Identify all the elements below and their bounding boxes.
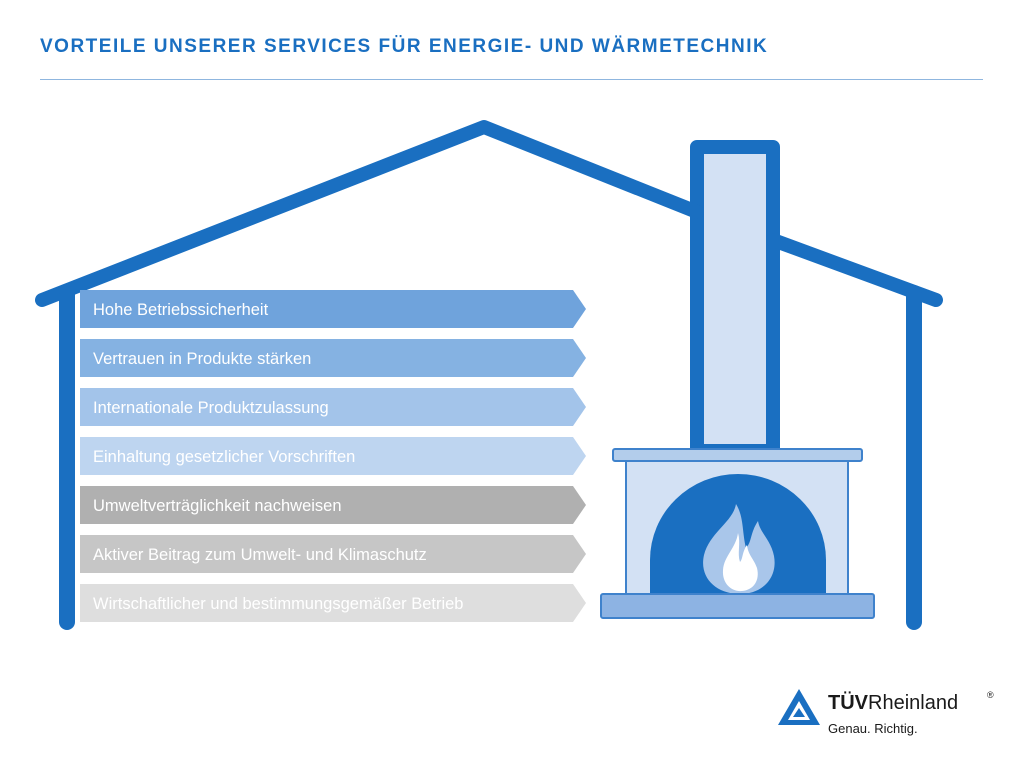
benefit-arrow	[80, 584, 586, 622]
tuv-rheinland-logo: TÜVRheinland ® Genau. Richtig.	[776, 686, 996, 746]
logo-slogan: Genau. Richtig.	[828, 721, 918, 736]
benefit-label: Hohe Betriebssicherheit	[93, 301, 269, 319]
benefit-label: Umweltverträglichkeit nachweisen	[93, 497, 342, 515]
benefit-label: Einhaltung gesetzlicher Vorschriften	[93, 448, 355, 466]
benefit-item: Aktiver Beitrag zum Umwelt- und Klimasch…	[80, 535, 586, 573]
registered-mark: ®	[987, 690, 994, 700]
benefit-arrow	[80, 437, 586, 475]
benefit-arrow	[80, 486, 586, 524]
benefit-item: Hohe Betriebssicherheit	[80, 290, 586, 328]
benefit-item: Wirtschaftlicher und bestimmungsgemäßer …	[80, 584, 586, 622]
page-title: VORTEILE UNSERER SERVICES FÜR ENERGIE- U…	[40, 36, 769, 57]
roof	[35, 120, 704, 307]
triangle-logo-icon	[778, 689, 820, 725]
benefit-label: Aktiver Beitrag zum Umwelt- und Klimasch…	[93, 546, 427, 564]
benefit-label: Vertrauen in Produkte stärken	[93, 350, 311, 368]
benefit-item: Einhaltung gesetzlicher Vorschriften	[80, 437, 586, 475]
logo-brand-name: TÜVRheinland	[828, 692, 958, 715]
benefit-item: Umweltverträglichkeit nachweisen	[80, 486, 586, 524]
title-divider	[40, 79, 983, 80]
benefit-arrow	[80, 388, 586, 426]
benefit-label: Internationale Produktzulassung	[93, 399, 329, 417]
benefit-item: Internationale Produktzulassung	[80, 388, 586, 426]
benefit-item: Vertrauen in Produkte stärken	[80, 339, 586, 377]
fireplace	[600, 448, 875, 619]
benefit-arrow	[80, 535, 586, 573]
chimney	[690, 140, 780, 458]
fireplace-hearth	[600, 593, 875, 619]
logo-brand-regular: Rheinland	[868, 692, 959, 714]
benefit-arrow	[80, 339, 586, 377]
benefit-label: Wirtschaftlicher und bestimmungsgemäßer …	[93, 595, 463, 613]
flame-inner-icon	[722, 533, 758, 592]
logo-brand-bold: TÜV	[828, 692, 868, 714]
fireplace-mantel	[612, 448, 863, 462]
benefit-arrow	[80, 290, 586, 328]
